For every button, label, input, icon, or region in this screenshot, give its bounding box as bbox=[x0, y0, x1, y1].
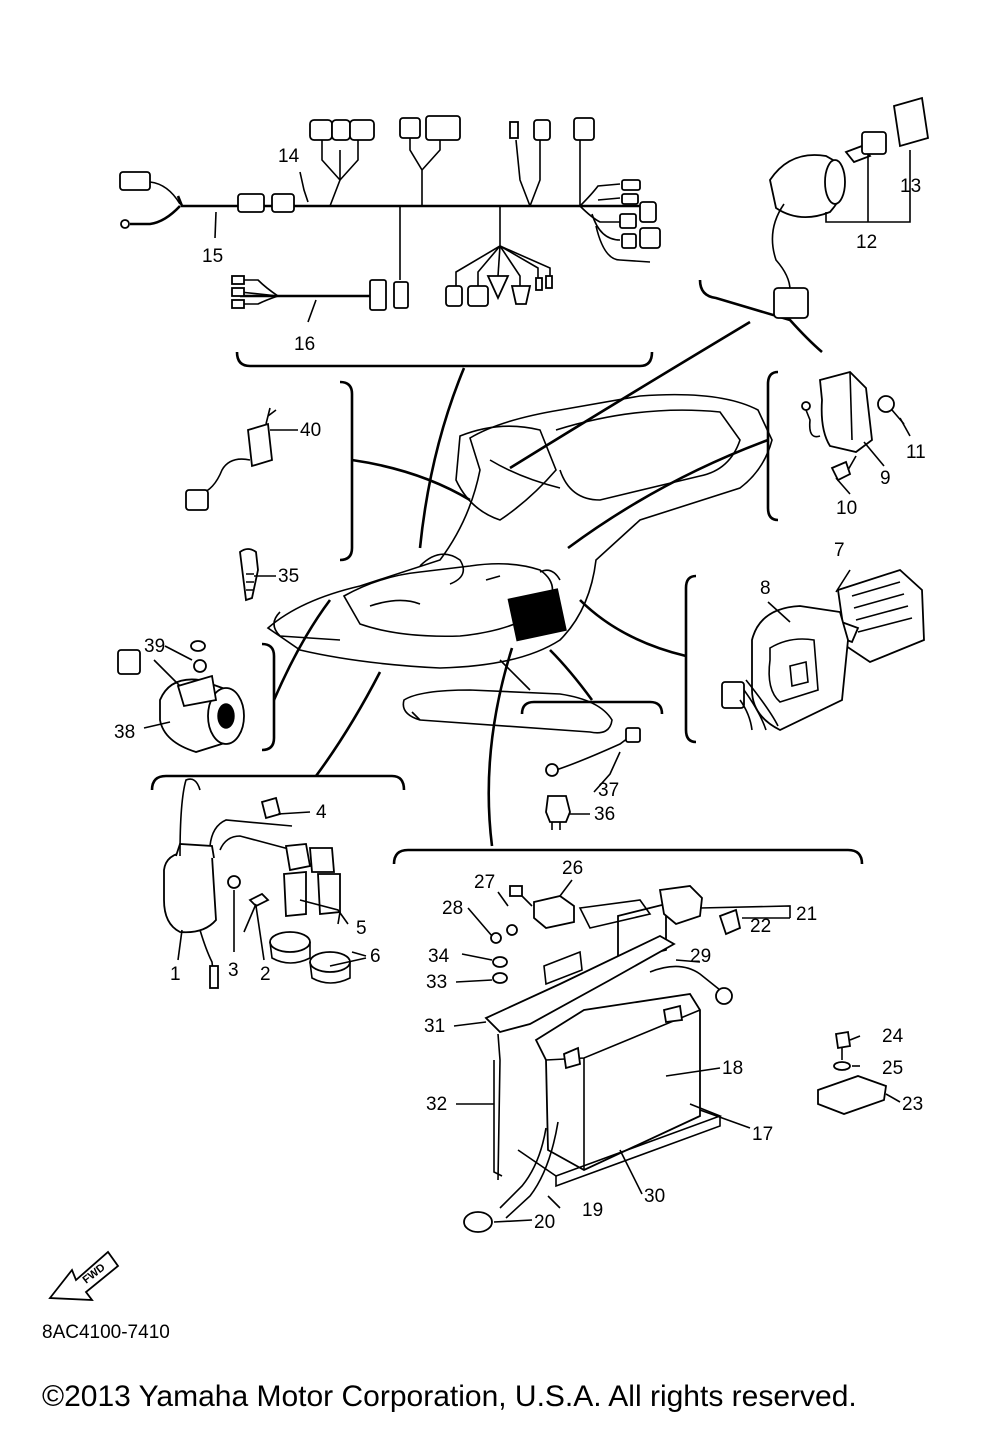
switch-40 bbox=[185, 407, 277, 602]
callout-5: 5 bbox=[356, 918, 367, 939]
callout-22: 22 bbox=[750, 916, 771, 937]
callout-39: 39 bbox=[144, 636, 165, 657]
callout-27: 27 bbox=[474, 872, 495, 893]
callout-37: 37 bbox=[598, 780, 619, 801]
callout-33: 33 bbox=[426, 972, 447, 993]
sensor-36-37 bbox=[545, 727, 641, 830]
cdi-unit bbox=[801, 370, 905, 482]
callout-38: 38 bbox=[114, 722, 135, 743]
callout-11: 11 bbox=[906, 442, 926, 463]
callout-8: 8 bbox=[760, 578, 771, 599]
harness-group-bracket bbox=[235, 351, 654, 368]
key-switch-bracket bbox=[698, 279, 823, 353]
ignition-parts bbox=[163, 778, 351, 989]
callout-labels: 1 2 3 4 5 6 7 8 9 10 11 12 13 14 15 16 1… bbox=[114, 146, 926, 1233]
ignition-bracket bbox=[150, 774, 406, 791]
regulator-bracket bbox=[684, 574, 697, 744]
starter-bracket bbox=[261, 642, 276, 752]
cdi-bracket bbox=[766, 370, 779, 522]
forward-arrow-icon: FWD bbox=[48, 1250, 120, 1301]
callout-18: 18 bbox=[722, 1058, 743, 1079]
callout-7: 7 bbox=[834, 540, 845, 561]
regulator-assy bbox=[721, 568, 925, 732]
callout-34: 34 bbox=[428, 946, 450, 967]
callout-14: 14 bbox=[278, 146, 300, 167]
snowmobile-body bbox=[266, 393, 773, 734]
callout-17: 17 bbox=[752, 1124, 773, 1145]
callout-21: 21 bbox=[796, 904, 817, 925]
callout-31: 31 bbox=[424, 1016, 445, 1037]
battery-bracket bbox=[392, 848, 864, 865]
wire-harness bbox=[119, 115, 661, 311]
leader-lines bbox=[272, 320, 769, 847]
callout-10: 10 bbox=[836, 498, 857, 519]
callout-32: 32 bbox=[426, 1094, 447, 1115]
callout-15: 15 bbox=[202, 246, 223, 267]
starter-motor bbox=[117, 640, 245, 753]
callout-2: 2 bbox=[260, 964, 271, 985]
callout-1: 1 bbox=[170, 964, 181, 985]
callout-20: 20 bbox=[534, 1212, 555, 1233]
callout-3: 3 bbox=[228, 960, 239, 981]
callout-25: 25 bbox=[882, 1058, 903, 1079]
callout-24: 24 bbox=[882, 1026, 904, 1047]
callout-19: 19 bbox=[582, 1200, 603, 1221]
callout-30: 30 bbox=[644, 1186, 665, 1207]
switch-40-bracket bbox=[339, 380, 354, 562]
key-switch bbox=[769, 96, 930, 319]
callout-16: 16 bbox=[294, 334, 315, 355]
callout-36: 36 bbox=[594, 804, 615, 825]
callout-12: 12 bbox=[856, 232, 877, 253]
callout-6: 6 bbox=[370, 946, 381, 967]
callout-40: 40 bbox=[300, 420, 321, 441]
callout-28: 28 bbox=[442, 898, 463, 919]
sensor-bracket bbox=[520, 700, 664, 715]
callout-leaders bbox=[143, 171, 911, 1223]
callout-13: 13 bbox=[900, 176, 921, 197]
callout-9: 9 bbox=[880, 468, 891, 489]
callout-35: 35 bbox=[278, 566, 299, 587]
drawing-code: 8AC4100-7410 bbox=[42, 1322, 170, 1343]
copyright-notice: ©2013 Yamaha Motor Corporation, U.S.A. A… bbox=[42, 1380, 857, 1413]
callout-4: 4 bbox=[316, 802, 327, 823]
callout-29: 29 bbox=[690, 946, 711, 967]
callout-26: 26 bbox=[562, 858, 583, 879]
battery-parts bbox=[463, 885, 887, 1233]
callout-23: 23 bbox=[902, 1094, 923, 1115]
